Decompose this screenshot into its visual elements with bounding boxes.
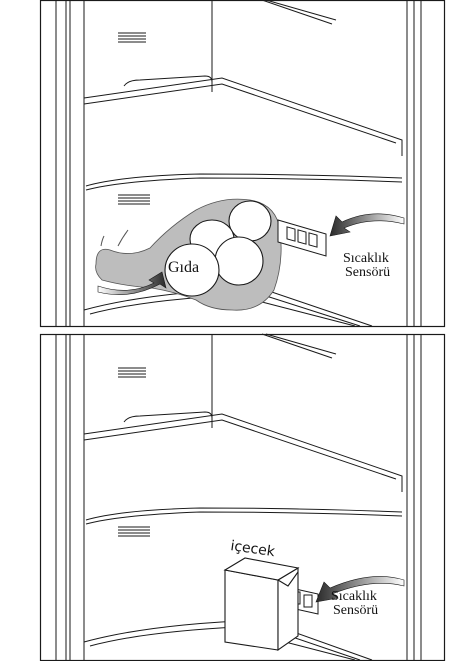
top-sensor-arrow <box>330 214 404 236</box>
top-left-wall <box>56 0 84 326</box>
top-vent-2 <box>118 195 150 204</box>
bottom-glass-shelf <box>84 412 402 524</box>
top-upper-shelf-edge <box>262 0 336 24</box>
top-right-wall <box>407 0 421 326</box>
bottom-sensor-label-line1: Sıcaklık <box>331 589 377 604</box>
top-vent-1 <box>118 33 146 42</box>
shadow-splash <box>101 230 128 246</box>
top-sensor-label-line1: Sıcaklık <box>343 251 389 266</box>
bottom-vent-1 <box>118 368 146 377</box>
food-label: Gıda <box>168 259 199 276</box>
carton-side <box>278 568 298 650</box>
carton-front <box>225 570 278 650</box>
bottom-left-wall <box>56 334 84 660</box>
drink-label: içecek <box>229 538 276 560</box>
bottom-sensor-label-line2: Sensörü <box>333 603 378 618</box>
top-sensor-label-line2: Sensörü <box>345 265 390 280</box>
food-ball-1 <box>229 201 271 241</box>
top-temperature-sensor <box>278 220 326 256</box>
food-ball-3 <box>215 237 263 285</box>
drink-carton <box>225 558 298 650</box>
bottom-vent-2 <box>118 527 150 536</box>
bottom-upper-shelf-edge <box>262 334 336 358</box>
top-panel: Gıda Sıcaklık Sensörü <box>41 0 445 327</box>
bottom-panel: içecek Sıcaklık Sensörü <box>41 334 445 661</box>
top-glass-shelf <box>84 76 402 190</box>
bottom-right-wall <box>407 334 421 660</box>
